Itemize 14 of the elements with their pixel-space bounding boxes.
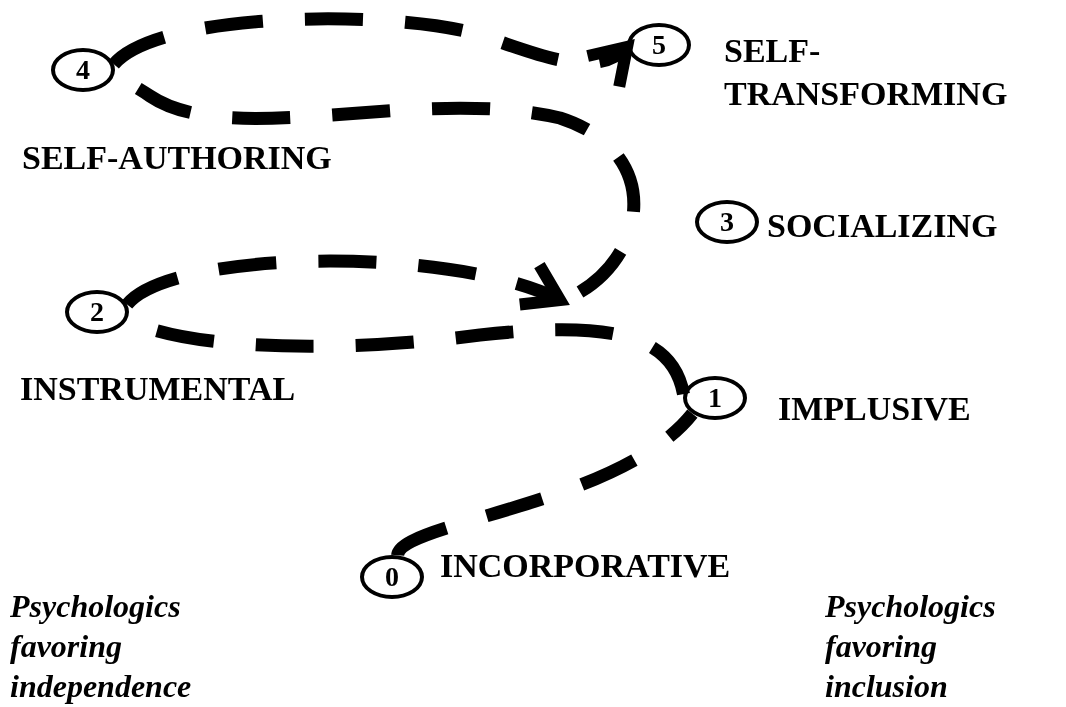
stage-label: SOCIALIZING (767, 206, 999, 246)
numbered-ellipse: 5 (627, 23, 691, 67)
numbered-ellipse: 4 (51, 48, 115, 92)
stage-label: SELF-AUTHORING (22, 138, 333, 178)
stage-label: IMPLUSIVE (778, 389, 972, 429)
numbered-ellipse: 0 (360, 555, 424, 599)
stage-label: INSTRUMENTAL (20, 369, 297, 409)
stage-label: SELF-TRANSFORMING (724, 31, 1009, 114)
caption-note: Psychologics favoring inclusion (825, 587, 997, 706)
caption-note: Psychologics favoring independence (10, 587, 193, 706)
numbered-ellipse: 1 (683, 376, 747, 420)
numbered-ellipse: 3 (695, 200, 759, 244)
numbered-ellipse: 2 (65, 290, 129, 334)
stage-label: INCORPORATIVE (440, 546, 732, 586)
